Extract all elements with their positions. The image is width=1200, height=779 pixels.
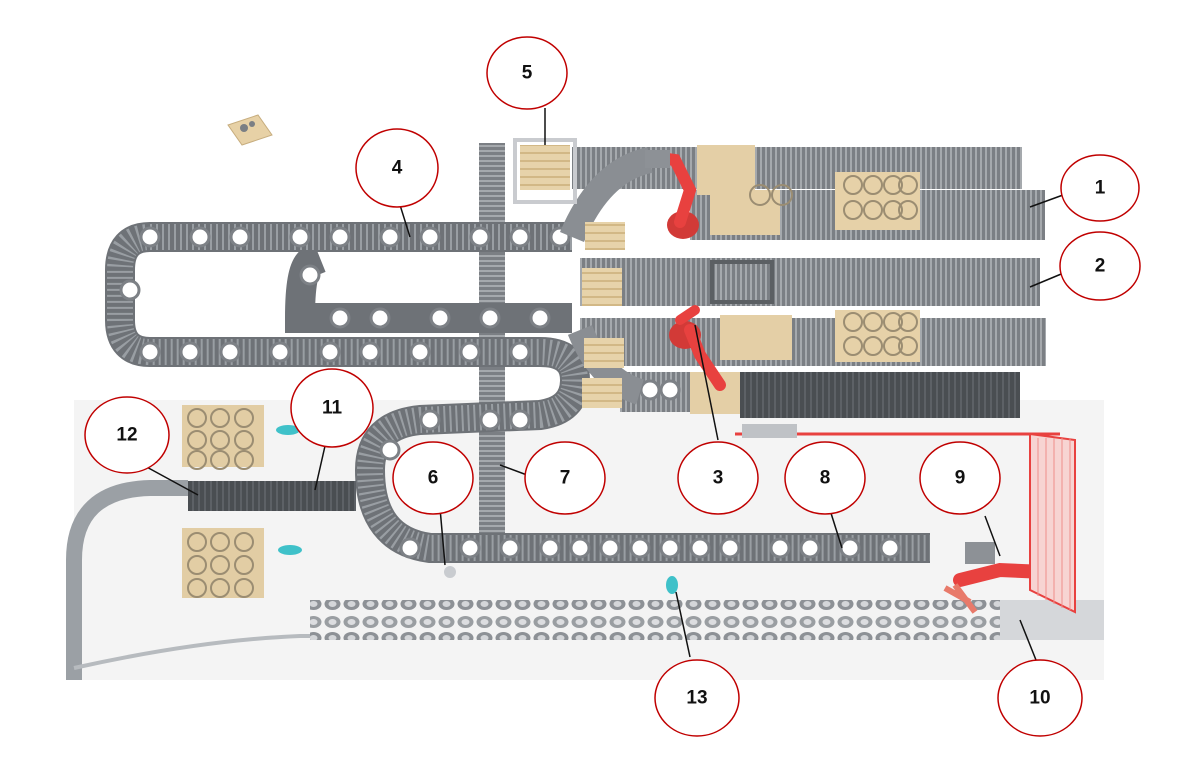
- floor-tire-rows: [310, 600, 1010, 640]
- safety-fence: [735, 424, 1076, 614]
- callout-label-5: 5: [522, 63, 533, 84]
- line-2-conveyor: [580, 258, 1040, 306]
- callout-label-10: 10: [1029, 688, 1050, 709]
- gear-box-icon: [227, 114, 273, 146]
- callout-2: 2: [1059, 231, 1141, 301]
- serpentine-tire-conveyor-rollers: [107, 224, 930, 561]
- callout-label-6: 6: [428, 468, 439, 489]
- callout-label-7: 7: [560, 468, 571, 489]
- callouts: 1 2 3 4 5 6 7 8: [84, 36, 1141, 737]
- callout-12: 12: [84, 396, 170, 474]
- palletizing-robot-lower: [669, 305, 726, 391]
- floor-fence-grid: [1000, 600, 1104, 640]
- callout-label-3: 3: [713, 468, 724, 489]
- callout-label-8: 8: [820, 468, 831, 489]
- callout-label-1: 1: [1095, 178, 1106, 199]
- callout-4: 4: [355, 128, 439, 208]
- conveyor-tires: [119, 226, 901, 559]
- callout-label-13: 13: [686, 688, 707, 709]
- tire-stacks: [182, 172, 920, 598]
- callout-11: 11: [290, 368, 374, 448]
- palletizing-robot-upper: [645, 150, 699, 239]
- callout-9: 9: [919, 441, 1001, 515]
- callout-label-4: 4: [392, 158, 403, 179]
- operators: [276, 425, 678, 594]
- lower-dark-conveyor: [740, 372, 1020, 418]
- left-curved-conveyor: [66, 480, 188, 680]
- leader-lines: [142, 108, 1067, 666]
- floor-rail: [73, 634, 1100, 670]
- upper-curve-conveyor: [560, 147, 654, 243]
- callout-13: 13: [654, 659, 740, 737]
- outfeed-dark-conveyor: [188, 481, 356, 511]
- pallets: [513, 138, 792, 414]
- callout-5: 5: [486, 36, 568, 110]
- callout-label-11: 11: [322, 398, 343, 419]
- callout-3: 3: [677, 441, 759, 515]
- callout-1: 1: [1060, 154, 1140, 222]
- line-3-conveyor: [580, 318, 1046, 366]
- callout-8: 8: [784, 441, 866, 515]
- callout-10: 10: [997, 659, 1083, 737]
- callout-label-12: 12: [116, 425, 137, 446]
- callout-7: 7: [524, 441, 606, 515]
- callout-label-2: 2: [1095, 256, 1106, 277]
- callout-label-9: 9: [955, 468, 966, 489]
- callout-6: 6: [392, 441, 474, 515]
